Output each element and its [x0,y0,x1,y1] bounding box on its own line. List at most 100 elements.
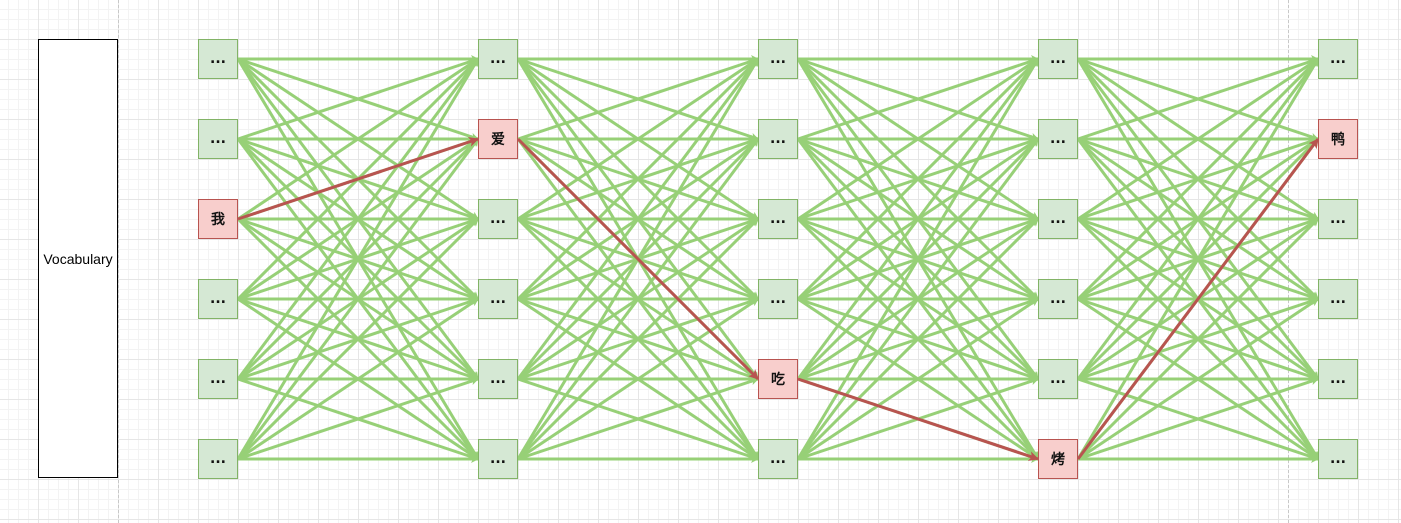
token-label: 我 [211,212,225,228]
edge-L1N5-L2N4 [517,377,759,461]
edge-L0N5-L1N4 [237,377,479,461]
token-node[interactable]: ... [758,39,798,79]
token-node[interactable]: ... [478,199,518,239]
token-node-highlighted[interactable]: 烤 [1038,439,1078,479]
path-edge-2 [797,377,1039,461]
token-label: ... [1330,451,1346,467]
edge-L1N1-L2N0 [517,57,759,141]
token-label: ... [210,371,226,387]
edge-L0N4-L1N0 [236,58,480,380]
edge-L1N5-L2N1 [516,138,760,460]
path-edge-3 [1076,138,1320,460]
token-node[interactable]: ... [1038,199,1078,239]
token-node[interactable]: ... [758,119,798,159]
path-edges [237,137,1320,461]
token-label: ... [210,51,226,67]
vocabulary-label: Vocabulary [43,250,113,267]
edge-L0N5-L1N1 [236,138,480,460]
edge-L3N1-L4N0 [1077,57,1319,141]
token-node[interactable]: ... [478,439,518,479]
token-label: 吃 [771,372,785,388]
edge-L3N3-L4N0 [1076,57,1320,301]
edge-L3N5-L4N2 [1076,217,1320,461]
edge-L3N2-L4N0 [1077,57,1319,221]
token-node[interactable]: ... [478,279,518,319]
edge-L0N5-L1N3 [237,297,479,461]
token-label: ... [210,291,226,307]
token-node[interactable]: ... [198,279,238,319]
edge-L2N5-L3N3 [797,297,1039,461]
token-label: ... [1050,371,1066,387]
token-node[interactable]: ... [1318,279,1358,319]
edge-L2N5-L3N1 [796,138,1040,460]
token-label: ... [1050,211,1066,227]
vocabulary-box[interactable]: Vocabulary [38,39,118,478]
token-label: ... [1050,51,1066,67]
token-node-highlighted[interactable]: 爱 [478,119,518,159]
token-node-highlighted[interactable]: 吃 [758,359,798,399]
token-node[interactable]: ... [1038,279,1078,319]
edge-L2N4-L3N0 [796,58,1040,380]
token-label: ... [770,211,786,227]
token-node-highlighted[interactable]: 鸭 [1318,119,1358,159]
edge-L1N5-L2N3 [517,297,759,461]
token-label: ... [210,131,226,147]
edge-L0N5-L1N0 [236,58,480,460]
path-edge-0 [237,137,479,221]
token-label: ... [1330,371,1346,387]
token-node[interactable]: ... [198,119,238,159]
edge-L2N5-L3N2 [796,217,1040,461]
token-label: ... [490,51,506,67]
edge-L1N3-L2N0 [516,57,760,301]
token-label: ... [490,291,506,307]
edge-L0N5-L1N2 [236,217,480,461]
token-node[interactable]: ... [758,439,798,479]
token-label: ... [490,451,506,467]
token-node[interactable]: ... [1318,359,1358,399]
edge-L0N1-L1N0 [237,57,479,141]
token-label: ... [490,371,506,387]
token-node[interactable]: ... [1318,199,1358,239]
token-label: ... [1330,211,1346,227]
token-label: ... [490,211,506,227]
edge-L0N2-L1N0 [237,57,479,221]
token-node[interactable]: ... [1318,39,1358,79]
token-label: ... [1050,291,1066,307]
page-boundary-left [118,0,119,523]
token-label: ... [1330,291,1346,307]
token-node[interactable]: ... [758,279,798,319]
token-label: ... [770,291,786,307]
token-node[interactable]: ... [1038,359,1078,399]
edge-L2N3-L3N0 [796,57,1040,301]
page-boundary-right [1288,0,1289,523]
token-node[interactable]: ... [1318,439,1358,479]
token-label: 烤 [1051,452,1065,468]
token-node[interactable]: ... [198,439,238,479]
edge-L3N5-L4N4 [1077,377,1319,461]
token-node[interactable]: ... [1038,119,1078,159]
token-label: ... [770,451,786,467]
edge-L3N4-L4N0 [1076,58,1320,380]
token-label: ... [210,451,226,467]
token-node[interactable]: ... [478,359,518,399]
token-label: 鸭 [1331,132,1345,148]
edge-L3N5-L4N3 [1077,297,1319,461]
token-node[interactable]: ... [478,39,518,79]
edge-L2N1-L3N0 [797,57,1039,141]
token-node[interactable]: ... [758,199,798,239]
token-label: ... [770,131,786,147]
token-node[interactable]: ... [198,39,238,79]
edge-L3N5-L4N0 [1076,58,1320,460]
token-node[interactable]: ... [198,359,238,399]
token-label: ... [1330,51,1346,67]
token-node-highlighted[interactable]: 我 [198,199,238,239]
edge-L1N2-L2N0 [517,57,759,221]
token-label: 爱 [491,132,505,148]
edge-L1N5-L2N2 [516,217,760,461]
token-label: ... [1050,131,1066,147]
edge-L1N4-L2N0 [516,58,760,380]
token-label: ... [770,51,786,67]
token-node[interactable]: ... [1038,39,1078,79]
